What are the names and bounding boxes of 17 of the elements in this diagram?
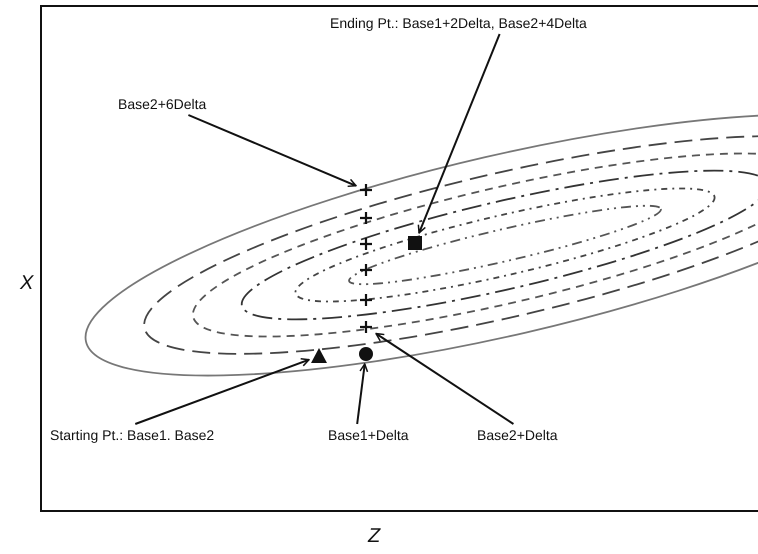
circle-marker xyxy=(359,347,373,361)
arrow xyxy=(134,358,310,425)
plus-marker xyxy=(358,320,374,334)
triangle-marker xyxy=(311,348,327,363)
annotation-text: Starting Pt.: Base1. Base2 xyxy=(50,426,214,444)
arrow xyxy=(356,363,368,424)
y-axis-label: X xyxy=(20,272,34,295)
square-marker xyxy=(408,236,422,250)
arrow xyxy=(375,332,514,425)
annotation-text: Base2+Delta xyxy=(477,426,558,444)
annotation-text: Base2+6Delta xyxy=(118,95,206,113)
annotation-text: Base1+Delta xyxy=(328,426,409,444)
arrow xyxy=(418,34,501,234)
arrow xyxy=(188,114,357,188)
annotation-text: Ending Pt.: Base1+2Delta, Base2+4Delta xyxy=(330,14,587,32)
plus-marker xyxy=(358,182,374,198)
x-axis-label: Z xyxy=(368,525,380,548)
